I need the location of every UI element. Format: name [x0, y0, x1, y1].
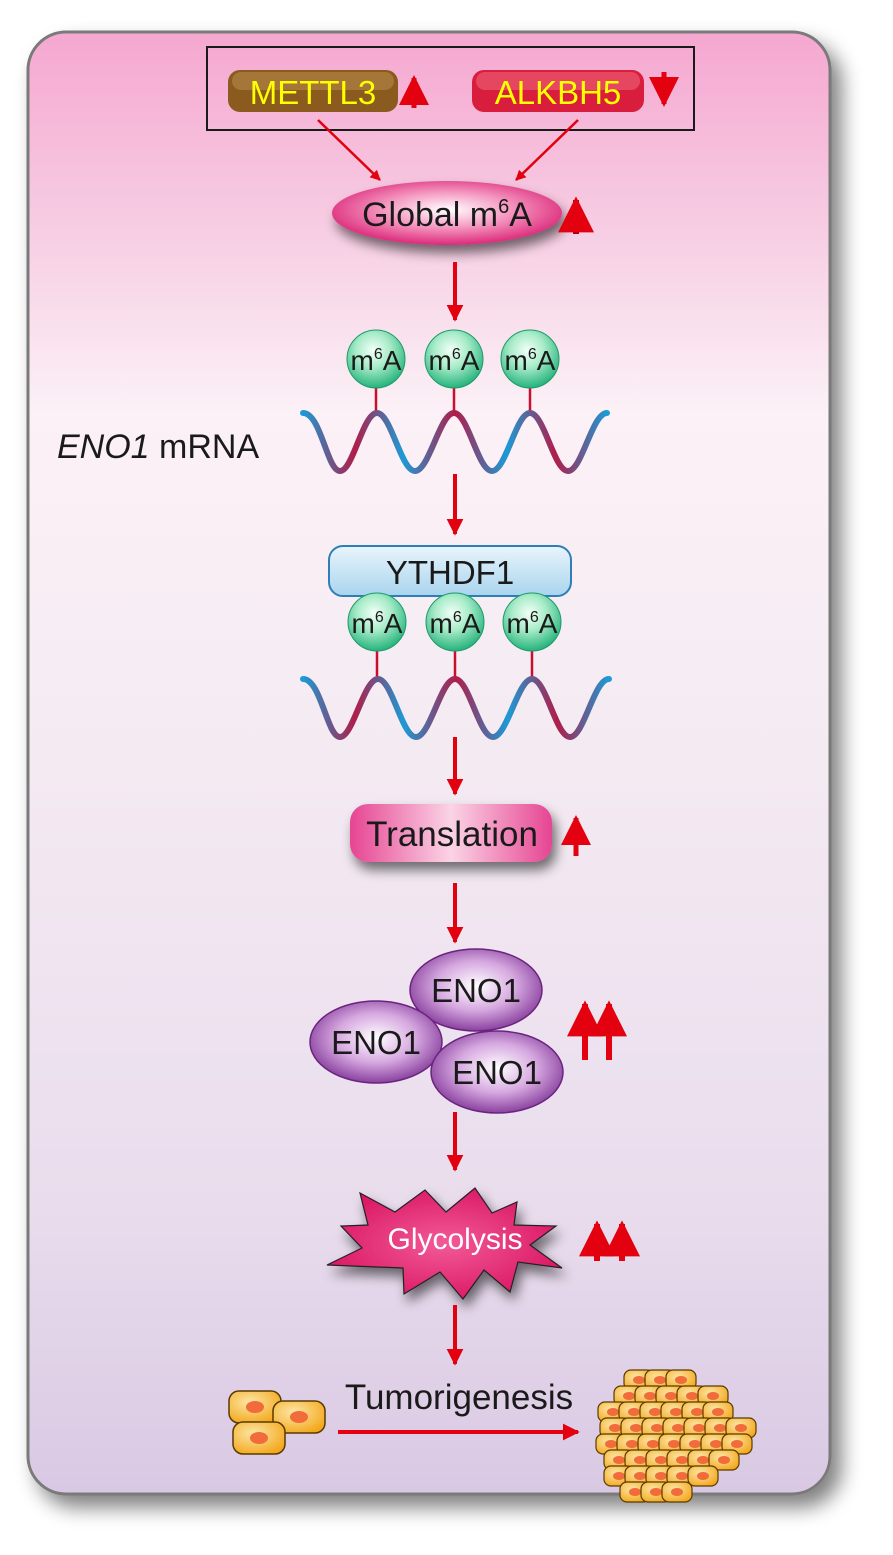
svg-text:m6A: m6A: [352, 608, 403, 639]
global-m6a-label: Global m6A: [362, 196, 532, 234]
m6a-site: m6A: [424, 329, 484, 412]
mrna-strand: [300, 409, 610, 475]
svg-text:ENO1: ENO1: [431, 972, 521, 1009]
double-up-arrow-icon: [579, 1220, 640, 1261]
m6a-site: m6A: [425, 592, 485, 677]
m6a-site: m6A: [347, 592, 407, 677]
eno1-protein: ENO1: [309, 1000, 443, 1084]
translation-label: Translation: [366, 815, 538, 854]
alkbh5-node: ALKBH5: [472, 70, 644, 112]
m6a-site: m6A: [500, 329, 560, 412]
tumor-cell: [687, 1465, 719, 1487]
translation-node: [350, 804, 552, 862]
arrow-alkbh5-to-global: [515, 119, 579, 181]
tumor-cell: [661, 1481, 693, 1503]
m6a-site-row-1: m6A m6A m6A: [346, 329, 560, 412]
panel-background: [26, 30, 832, 1496]
eno1-protein-cluster: ENO1 ENO1 ENO1: [309, 948, 564, 1114]
tumor-cell: [702, 1401, 734, 1423]
svg-text:m6A: m6A: [351, 345, 402, 376]
alkbh5-label: ALKBH5: [495, 74, 622, 111]
arrow-mettl3-to-global: [317, 119, 381, 181]
glycolysis-node: [326, 1187, 563, 1300]
regulator-box: [206, 46, 695, 131]
mrna-strand: [300, 675, 612, 741]
tumor-cell: [697, 1385, 729, 1407]
eno1-protein: ENO1: [430, 1030, 564, 1114]
mettl3-node: METTL3: [228, 70, 398, 112]
svg-text:m6A: m6A: [507, 608, 558, 639]
global-m6a-node: [332, 181, 562, 245]
glycolysis-label: Glycolysis: [387, 1223, 522, 1256]
tumorigenesis-label: Tumorigenesis: [345, 1378, 573, 1417]
ythdf1-node: YTHDF1: [328, 545, 572, 597]
mettl3-label: METTL3: [250, 74, 377, 111]
eno1-protein: ENO1: [409, 948, 543, 1032]
svg-text:ENO1: ENO1: [452, 1054, 542, 1091]
m6a-site: m6A: [346, 329, 406, 412]
svg-text:m6A: m6A: [430, 608, 481, 639]
ythdf1-label: YTHDF1: [386, 554, 514, 591]
eno1-mrna-label: ENO1 mRNA: [57, 428, 259, 466]
svg-text:m6A: m6A: [429, 345, 480, 376]
svg-text:ENO1: ENO1: [331, 1024, 421, 1061]
double-up-arrow-icon: [567, 1000, 627, 1060]
tumor-mass-icon: [595, 1369, 757, 1503]
tumor-cell: [708, 1449, 740, 1471]
m6a-site: m6A: [502, 592, 562, 677]
m6a-site-row-2: m6A m6A m6A: [347, 592, 562, 677]
svg-text:m6A: m6A: [505, 345, 556, 376]
normal-cells-icon: [228, 1390, 326, 1455]
